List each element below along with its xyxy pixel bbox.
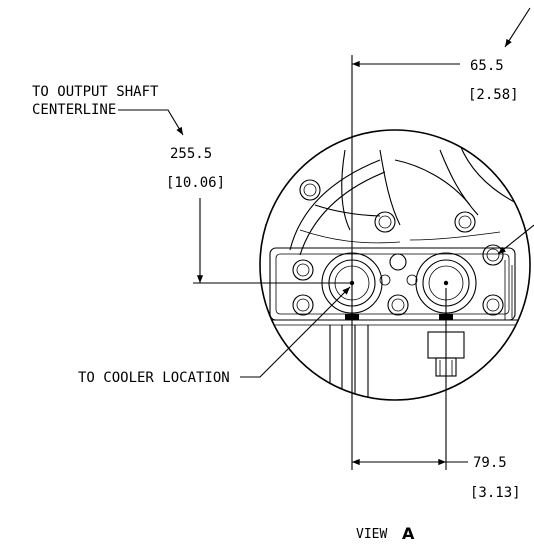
dim-bottom-mm: 79.5	[473, 455, 507, 471]
dim-left-mm: 255.5	[170, 146, 212, 162]
dim-top-in: [2.58]	[468, 87, 519, 103]
bolt-circles	[292, 179, 504, 316]
output-shaft-label-line1: TO OUTPUT SHAFT	[32, 84, 159, 100]
port-circles	[321, 252, 477, 320]
output-shaft-label-line2: CENTERLINE	[32, 102, 116, 118]
detail-view-circle	[259, 129, 531, 401]
dim-bottom-in: [3.13]	[470, 485, 521, 501]
dim-top-mm: 65.5	[470, 58, 504, 74]
dimension-lines	[118, 7, 534, 470]
view-letter: A	[402, 524, 415, 543]
cooler-location-label: TO COOLER LOCATION	[78, 370, 230, 386]
dim-left-in: [10.06]	[166, 175, 225, 191]
view-word: VIEW	[356, 527, 387, 542]
